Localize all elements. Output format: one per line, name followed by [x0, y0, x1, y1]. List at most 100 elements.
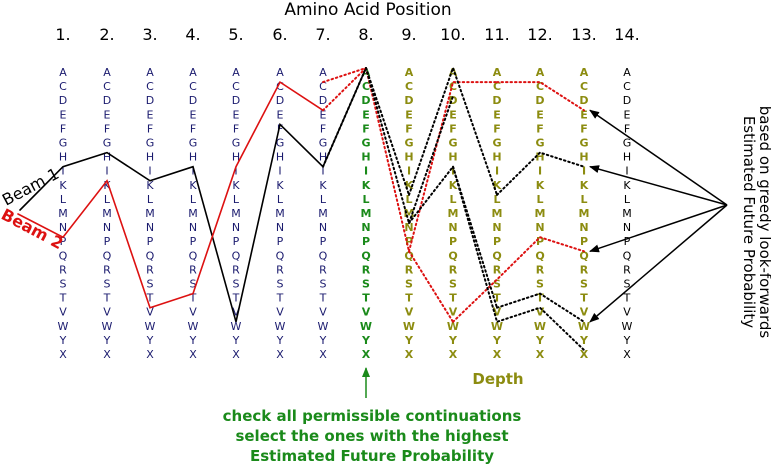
amino-acid-letter: X — [146, 348, 154, 361]
amino-acid-letter: M — [448, 207, 459, 220]
amino-acid-letter: R — [405, 263, 414, 276]
amino-acid-letter: W — [403, 320, 415, 333]
amino-acid-letter: G — [103, 137, 112, 150]
amino-acid-letter: N — [492, 221, 501, 234]
amino-acid-letter: G — [535, 137, 544, 150]
amino-acid-letter: P — [277, 235, 284, 248]
amino-acid-letter: C — [146, 80, 154, 93]
amino-acid-letter: G — [146, 137, 155, 150]
amino-acid-letter: G — [623, 137, 632, 150]
amino-acid-letter: N — [361, 221, 370, 234]
amino-acid-letter: C — [276, 80, 284, 93]
amino-acid-letter: F — [536, 122, 544, 135]
amino-acid-letter: X — [536, 348, 545, 361]
amino-acid-letter: C — [449, 80, 457, 93]
amino-acid-letter: X — [449, 348, 458, 361]
position-number: 8. — [358, 25, 373, 44]
amino-acid-letter: Y — [492, 334, 502, 347]
future-probability-arrows — [589, 109, 728, 323]
amino-acid-letter: D — [579, 94, 588, 107]
amino-acid-letter: L — [190, 193, 197, 206]
amino-acid-letter: F — [190, 122, 196, 135]
amino-acid-letter: N — [319, 221, 327, 234]
amino-acid-letter: W — [534, 320, 546, 333]
amino-acid-letter: W — [622, 320, 633, 333]
amino-acid-columns: ACDEFGHIKLMNPQRSTVWYXACDEFGHIKLMNPQRSTVW… — [58, 66, 633, 361]
amino-acid-letter: P — [449, 235, 457, 248]
amino-acid-letter: S — [580, 278, 588, 291]
position-number: 1. — [55, 25, 70, 44]
amino-acid-letter: X — [362, 348, 371, 361]
amino-acid-letter: D — [492, 94, 501, 107]
amino-acid-letter: K — [623, 179, 631, 192]
position-number: 12. — [527, 25, 552, 44]
amino-acid-letter: H — [448, 151, 457, 164]
amino-acid-letter: F — [580, 122, 588, 135]
caption-line-2: select the ones with the highest — [235, 427, 508, 445]
position-number: 6. — [272, 25, 287, 44]
amino-acid-letter: P — [493, 235, 501, 248]
amino-acid-letter: F — [233, 122, 239, 135]
amino-acid-letter: W — [491, 320, 503, 333]
amino-acid-letter: K — [493, 179, 502, 192]
amino-acid-letter: E — [405, 108, 413, 121]
amino-acid-letter: L — [449, 193, 456, 206]
amino-acid-letter: A — [623, 66, 631, 79]
amino-acid-letter: X — [232, 348, 240, 361]
amino-acid-letter: M — [145, 207, 155, 220]
amino-acid-letter: E — [362, 108, 370, 121]
amino-acid-letter: P — [580, 235, 588, 248]
beam-paths — [17, 64, 585, 351]
amino-acid-letter: E — [147, 108, 154, 121]
amino-acid-letter: V — [319, 306, 327, 319]
amino-acid-letter: G — [232, 137, 241, 150]
beam-1-continuation — [408, 64, 498, 196]
amino-acid-letter: N — [103, 221, 111, 234]
amino-acid-letter: D — [535, 94, 544, 107]
position-number: 11. — [484, 25, 509, 44]
amino-acid-letter: I — [538, 165, 542, 178]
amino-acid-letter: X — [319, 348, 327, 361]
amino-acid-letter: S — [624, 278, 631, 291]
amino-acid-letter: E — [190, 108, 197, 121]
amino-acid-letter: S — [449, 278, 457, 291]
amino-acid-letter: K — [146, 179, 154, 192]
amino-acid-letter: E — [624, 108, 631, 121]
amino-acid-letter: C — [362, 80, 370, 93]
amino-acid-letter: M — [318, 207, 328, 220]
amino-acid-letter: C — [59, 80, 67, 93]
amino-acid-letter: T — [405, 292, 413, 305]
beam-2-continuation — [365, 67, 410, 253]
amino-acid-letter: P — [190, 235, 197, 248]
amino-acid-letter: C — [319, 80, 327, 93]
amino-acid-letter: R — [103, 263, 111, 276]
amino-acid-letter: N — [535, 221, 544, 234]
amino-acid-letter: W — [360, 320, 372, 333]
amino-acid-letter: H — [623, 151, 631, 164]
amino-acid-letter: V — [276, 306, 284, 319]
amino-acid-letter: R — [362, 263, 371, 276]
beam-2-continuation — [408, 250, 454, 323]
amino-acid-letter: Y — [361, 334, 371, 347]
amino-acid-letter: G — [59, 137, 68, 150]
amino-acid-letter: Q — [319, 249, 328, 262]
future-probability-arrow — [589, 109, 728, 206]
amino-acid-letter: Q — [579, 249, 588, 262]
amino-acid-letter: A — [232, 66, 240, 79]
amino-acid-letter: W — [447, 320, 459, 333]
amino-acid-letter: N — [189, 221, 197, 234]
amino-acid-letter: X — [276, 348, 284, 361]
amino-acid-letter: Q — [448, 249, 457, 262]
amino-acid-letter: V — [362, 306, 371, 319]
position-number: 14. — [614, 25, 639, 44]
amino-acid-letter: T — [319, 292, 327, 305]
amino-acid-letter: S — [233, 278, 240, 291]
amino-acid-letter: V — [493, 306, 502, 319]
amino-acid-letter: K — [405, 179, 414, 192]
beam-1-continuation — [496, 292, 585, 323]
amino-acid-letter: T — [493, 292, 501, 305]
